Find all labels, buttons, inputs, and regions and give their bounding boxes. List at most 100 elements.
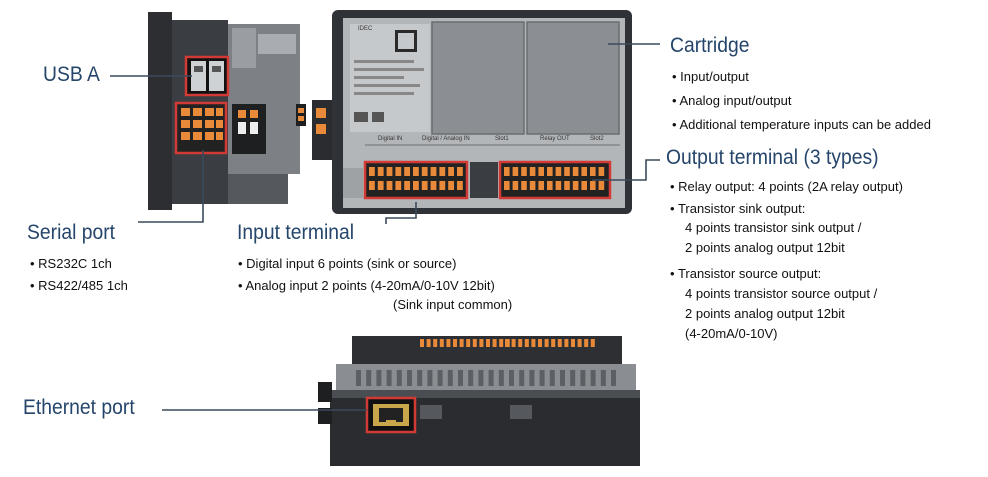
terminal-pin [581, 181, 587, 190]
terminal-pin [547, 181, 553, 190]
vent-rib [417, 370, 423, 386]
terminal-pin [521, 167, 527, 176]
terminal-pin [486, 339, 490, 347]
vent-rib [549, 370, 555, 386]
terminal-pin [571, 339, 575, 347]
output-source-item: • Transistor source output: [670, 266, 822, 281]
usb-a-port [184, 55, 230, 97]
terminal-pin [395, 167, 402, 176]
callout-lines [110, 43, 660, 411]
serial-port-heading: Serial port [27, 221, 116, 244]
terminal-pin [538, 339, 542, 347]
terminal-pin [581, 167, 587, 176]
vent-rib [590, 370, 596, 386]
terminal-pin [518, 339, 523, 347]
terminal-pin [557, 339, 562, 347]
cartridge-slot-2 [526, 21, 620, 135]
terminal-pin [524, 339, 529, 347]
vent-rib [570, 370, 576, 386]
serial-item-1: • RS232C 1ch [30, 256, 112, 271]
terminal-pin [551, 339, 556, 347]
vent-rib [611, 370, 616, 386]
terminal-pin [598, 167, 605, 176]
cartridge-slot-1 [431, 21, 525, 135]
vent-rib [509, 370, 514, 386]
terminal-pin [499, 339, 504, 347]
terminal-pin [590, 167, 596, 176]
serial-port-terminal [174, 101, 228, 155]
terminal-pin [439, 339, 444, 347]
terminal-pin [564, 339, 569, 347]
slot1-label: Slot1 [495, 136, 509, 142]
input-note: (Sink input common) [393, 297, 513, 312]
cartridge-item-2: • Analog input/output [672, 93, 792, 108]
vent-rib [519, 370, 525, 386]
input-terminal-heading: Input terminal [237, 221, 355, 244]
terminal-pin [492, 339, 497, 347]
terminal-pin [386, 181, 393, 190]
terminal-pin [453, 339, 457, 347]
input-item-1: • Digital input 6 points (sink or source… [238, 256, 457, 271]
vent-rib [386, 370, 392, 386]
terminal-pin [420, 339, 424, 347]
terminal-pin [511, 339, 516, 347]
output-sink-item: • Transistor sink output: [670, 201, 806, 216]
terminal-pin [457, 167, 463, 176]
vent-rib [407, 370, 412, 386]
terminal-pin [577, 339, 582, 347]
input-item-2: • Analog input 2 points (4-20mA/0-10V 12… [238, 278, 495, 293]
side-view-device [148, 12, 306, 210]
terminal-pin [531, 339, 536, 347]
vent-rib [447, 370, 453, 386]
terminal-pin [439, 167, 446, 176]
terminal-pin [512, 181, 519, 190]
output-relay-item: • Relay output: 4 points (2A relay outpu… [670, 179, 903, 194]
terminal-pin [529, 181, 536, 190]
terminal-pin [572, 167, 579, 176]
output-source-line-3: 2 points analog output 12bit [685, 306, 845, 321]
vent-rib [376, 370, 382, 386]
terminal-pin [421, 167, 428, 176]
output-sink-line-3: 2 points analog output 12bit [685, 240, 845, 255]
terminal-pin [395, 181, 402, 190]
relay-out-label: Relay OUT [540, 136, 570, 142]
vent-rib [560, 370, 565, 386]
terminal-pin [404, 167, 410, 176]
terminal-pin [584, 339, 589, 347]
vent-rib [600, 370, 606, 386]
vent-rib [478, 370, 484, 386]
terminal-pin [504, 167, 510, 176]
terminal-pin [426, 339, 431, 347]
terminal-pin [598, 181, 605, 190]
terminal-pin [377, 167, 384, 176]
terminal-pin [430, 167, 437, 176]
terminal-pin [446, 339, 451, 347]
vent-rib [488, 370, 494, 386]
ethernet-port [365, 396, 417, 434]
output-source-line-4: (4-20mA/0-10V) [685, 326, 778, 341]
terminal-pin [369, 167, 375, 176]
terminal-pin [538, 167, 544, 176]
vent-rib [529, 370, 535, 386]
terminal-pin [538, 181, 544, 190]
terminal-pin [377, 181, 384, 190]
vent-rib [437, 370, 443, 386]
terminal-pin [421, 181, 428, 190]
terminal-pin [504, 181, 510, 190]
usb-a-heading: USB A [43, 63, 100, 86]
vent-rib [498, 370, 504, 386]
device-brand: IDEC [358, 26, 373, 32]
terminal-pin [564, 167, 570, 176]
cartridge-heading: Cartridge [670, 34, 750, 57]
terminal-pin [555, 181, 562, 190]
terminal-pin [457, 181, 463, 190]
terminal-pin [404, 181, 410, 190]
terminal-pin [433, 339, 438, 347]
terminal-pin [544, 339, 549, 347]
vent-rib [366, 370, 372, 386]
terminal-pin [448, 181, 454, 190]
output-terminal-heading: Output terminal (3 types) [666, 146, 879, 169]
terminal-pin [590, 181, 596, 190]
terminal-pin [564, 181, 570, 190]
terminal-pin [386, 167, 393, 176]
